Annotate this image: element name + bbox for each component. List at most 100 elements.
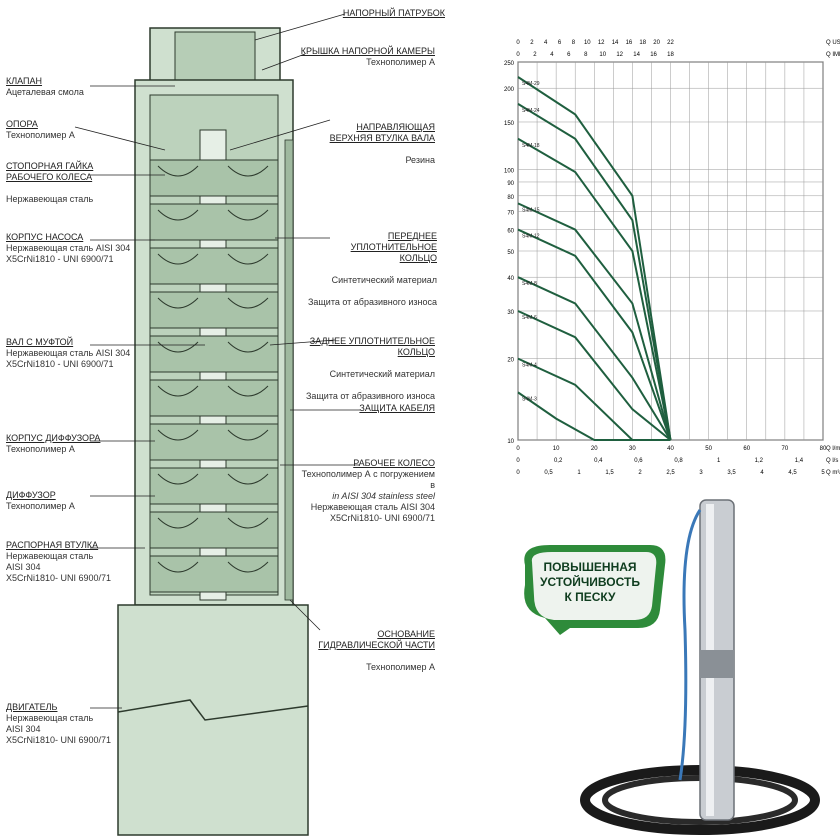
- impeller-vane: [157, 253, 269, 265]
- label-shaft: ВАЛ С МУФТОЙ Нержавеющая сталь AISI 304 …: [6, 337, 130, 370]
- x3-tick-label: 3: [699, 470, 703, 476]
- motor-break-line: [117, 699, 309, 721]
- label-shaft-bushing: НАПРАВЛЯЮЩАЯ ВЕРХНЯЯ ВТУЛКА ВАЛА Резина: [300, 111, 435, 177]
- y-tick-label: 200: [504, 87, 515, 93]
- top-tick-label: 20: [653, 40, 660, 46]
- x3-tick-label: 5: [821, 470, 825, 476]
- impeller-stage: [149, 247, 279, 285]
- top2-tick-label: 16: [650, 52, 657, 58]
- label-sub: Синтетический материал: [331, 275, 437, 285]
- series-line: [517, 310, 672, 441]
- label-sub: Нержавеющая сталь AISI 304: [6, 348, 131, 358]
- x2-tick-label: 1: [717, 458, 721, 464]
- y-tick-label: 60: [507, 229, 514, 235]
- label-hydraulic-base: ОСНОВАНИЕ ГИДРАВЛИЧЕСКОЙ ЧАСТИ Технополи…: [300, 618, 435, 684]
- top-tick-label: 6: [558, 40, 562, 46]
- label-sub: Резина: [405, 155, 435, 165]
- y-tick-label: 100: [504, 169, 515, 175]
- y-tick-label: 30: [507, 310, 514, 316]
- top-tick-label: 16: [626, 40, 633, 46]
- label-sub: AISI 304: [6, 562, 41, 572]
- x2-tick-label: 0,6: [634, 458, 643, 464]
- label-sub: Технополимер А: [366, 662, 435, 672]
- x3-tick-label: 3,5: [727, 470, 736, 476]
- label-impeller: РАБОЧЕЕ КОЛЕСО Технополимер А с погружен…: [300, 458, 435, 524]
- impeller-vane: [157, 429, 269, 441]
- impeller-vane: [157, 297, 269, 309]
- label-title: СТОПОРНАЯ ГАЙКА РАБОЧЕГО КОЛЕСА: [6, 161, 94, 182]
- top2-tick-label: 6: [567, 52, 571, 58]
- label-sub: AISI 304: [6, 724, 41, 734]
- label-sub: Технополимер А: [6, 444, 75, 454]
- x2-tick-label: 0,2: [554, 458, 563, 464]
- y-tick-label: 50: [507, 250, 514, 256]
- x-tick-label: 50: [705, 446, 712, 452]
- label-title: ЗАДНЕЕ УПЛОТНИТЕЛЬНОЕ КОЛЬЦО: [309, 336, 435, 357]
- y-tick-label: 20: [507, 358, 514, 364]
- label-sub: Технополимер А: [366, 57, 435, 67]
- impeller-vane: [157, 385, 269, 397]
- x-tick-label: 20: [591, 446, 598, 452]
- label-front-seal: ПЕРЕДНЕЕ УПЛОТНИТЕЛЬНОЕ КОЛЬЦО Синтетиче…: [300, 220, 437, 319]
- series-label: S4M-18: [522, 143, 540, 149]
- badge-inner: [531, 552, 657, 620]
- impeller-stage: [149, 291, 279, 329]
- y-tick-label: 250: [504, 61, 515, 67]
- label-diffuser: ДИФФУЗОР Технополимер А: [6, 490, 75, 512]
- series-label: S4M-12: [522, 234, 540, 240]
- series-label: S4M-24: [522, 108, 540, 114]
- x3-tick-label: 2: [638, 470, 642, 476]
- series-label: S4M-15: [522, 207, 540, 213]
- impeller-vane: [157, 165, 269, 177]
- label-locknut: СТОПОРНАЯ ГАЙКА РАБОЧЕГО КОЛЕСА Нержавею…: [6, 150, 93, 216]
- x-tick-label: 40: [667, 446, 674, 452]
- y-tick-label: 70: [507, 210, 514, 216]
- x3-tick-label: 2,5: [666, 470, 675, 476]
- label-sub: Ацеталевая смола: [6, 87, 84, 97]
- x-tick-label: 0: [516, 446, 520, 452]
- top2-tick-label: 10: [599, 52, 606, 58]
- label-sub: Технополимер А: [6, 130, 75, 140]
- top-tick-label: 10: [584, 40, 591, 46]
- top2-tick-label: 2: [533, 52, 537, 58]
- unit-m3h: Q m³/h: [826, 470, 840, 476]
- top2-tick-label: 0: [516, 52, 520, 58]
- label-sub: Нержавеющая сталь AISI 304: [310, 502, 435, 512]
- label-title: ДВИГАТЕЛЬ: [6, 702, 58, 712]
- label-title: РАБОЧЕЕ КОЛЕСО: [353, 458, 435, 468]
- x-tick-label: 60: [743, 446, 750, 452]
- impeller-stage: [149, 335, 279, 373]
- top-tick-label: 4: [544, 40, 548, 46]
- label-sub: Нержавеющая сталь AISI 304: [6, 243, 131, 253]
- impeller-vane: [157, 561, 269, 573]
- label-sub: Защита от абразивного износа: [305, 391, 435, 401]
- x2-tick-label: 0,8: [674, 458, 683, 464]
- unit-usgpm: Q US gpm: [826, 40, 840, 46]
- y-tick-label: 40: [507, 276, 514, 282]
- badge-text: ПОВЫШЕННАЯ УСТОЙЧИВОСТЬ К ПЕСКУ: [540, 560, 640, 604]
- x3-tick-label: 4: [760, 470, 764, 476]
- label-title: НАПОРНЫЙ ПАТРУБОК: [342, 8, 445, 18]
- label-sub: Защита от абразивного износа: [307, 297, 437, 307]
- x3-tick-label: 4,5: [788, 470, 797, 476]
- top-tick-label: 18: [639, 40, 646, 46]
- label-sub: Технополимер А: [6, 501, 75, 511]
- outlet-thread: [174, 31, 256, 83]
- top-tick-label: 8: [572, 40, 576, 46]
- label-title: КОРПУС НАСОСА: [6, 232, 84, 242]
- label-chamber-cover: КРЫШКА НАПОРНОЙ КАМЕРЫ Технополимер А: [300, 46, 435, 68]
- top2-tick-label: 18: [667, 52, 674, 58]
- top-tick-label: 2: [530, 40, 534, 46]
- y-tick-label: 150: [504, 121, 515, 127]
- series-label: S4M-29: [522, 81, 540, 87]
- top-tick-label: 0: [516, 40, 520, 46]
- top2-tick-label: 12: [616, 52, 623, 58]
- label-sub: Технополимер А с погружением в: [301, 469, 435, 490]
- label-title: КОРПУС ДИФФУЗОРА: [6, 433, 101, 443]
- impeller-stage: [149, 159, 279, 197]
- series-line: [517, 76, 672, 441]
- x2-tick-label: 0,4: [594, 458, 603, 464]
- label-title: ПЕРЕДНЕЕ УПЛОТНИТЕЛЬНОЕ КОЛЬЦО: [350, 231, 437, 263]
